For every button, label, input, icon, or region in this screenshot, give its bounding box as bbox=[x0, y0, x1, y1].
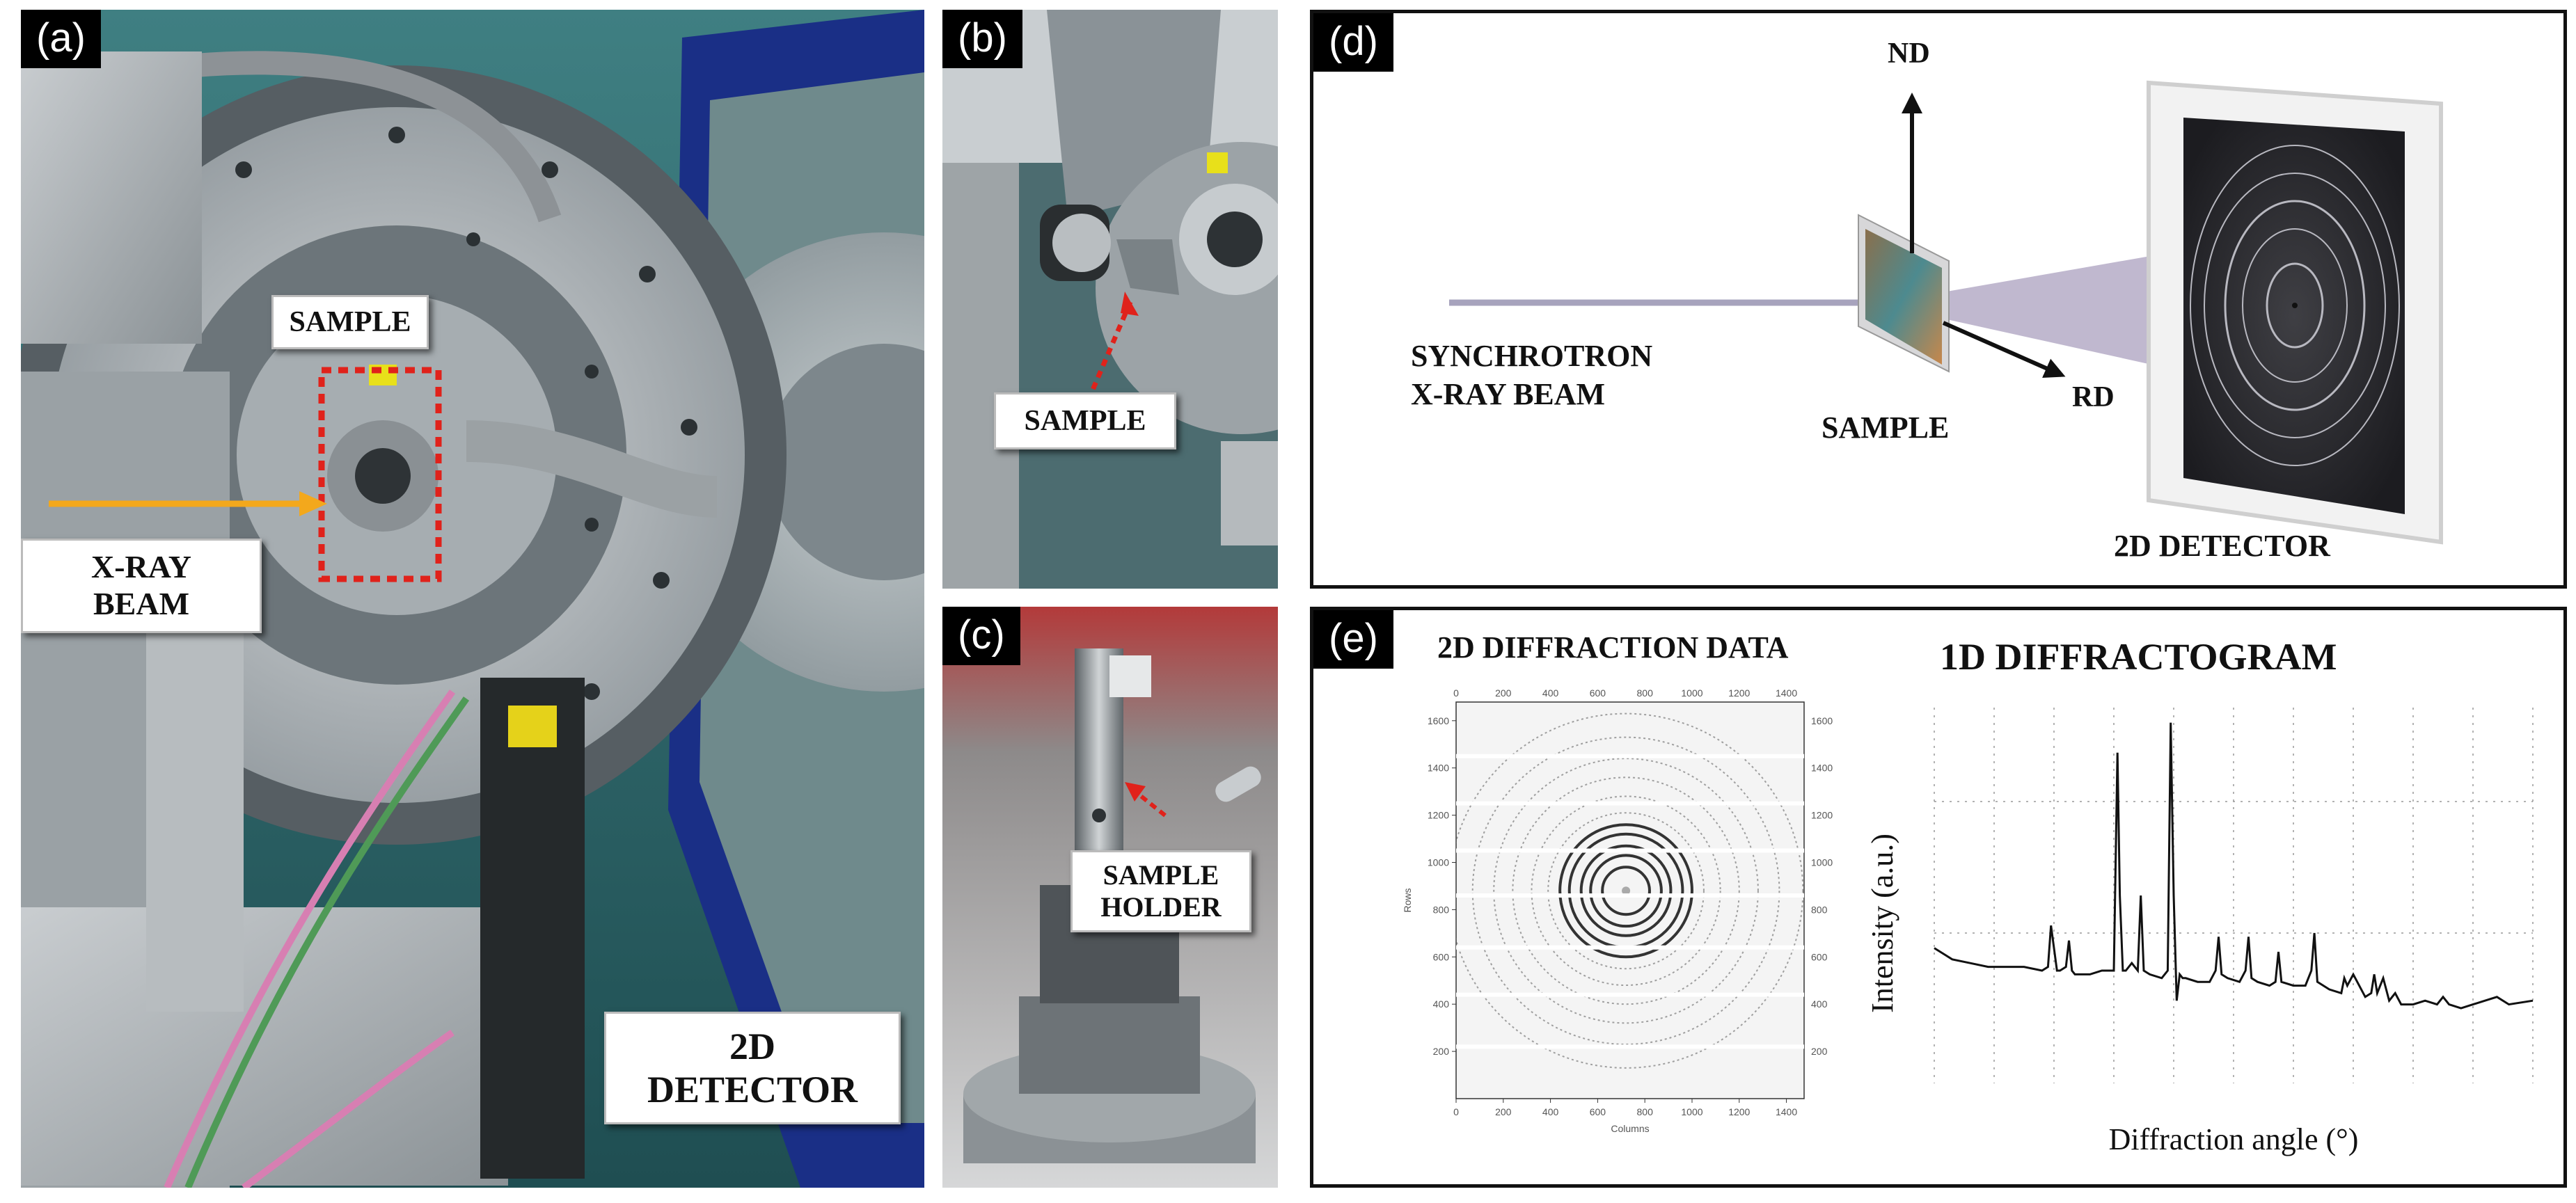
x-tick-label: 400 bbox=[1542, 1106, 1559, 1117]
diffractogram-line bbox=[1934, 722, 2534, 1010]
x-tick-label: 600 bbox=[1590, 1106, 1606, 1117]
x-axis-label: Diffraction angle (°) bbox=[2109, 1122, 2359, 1156]
panel-a-tag: (a) bbox=[21, 10, 101, 68]
y-tick-label: 200 bbox=[1433, 1046, 1450, 1057]
y-tick-label-right: 1200 bbox=[1811, 810, 1833, 821]
panel-d-schematic: (d) bbox=[1310, 10, 2567, 589]
y-tick-label-right: 1600 bbox=[1811, 715, 1833, 726]
x-tick-label: 1200 bbox=[1728, 1106, 1750, 1117]
rd-axis-label: RD bbox=[2072, 381, 2115, 413]
x-tick-label: 0 bbox=[1453, 1106, 1459, 1117]
panel-a-detector-label: 2D DETECTOR bbox=[604, 1012, 901, 1125]
schematic-sample-label: SAMPLE bbox=[1822, 411, 1950, 445]
detector-gap bbox=[1456, 1044, 1804, 1049]
diffraction-ring bbox=[1601, 866, 1651, 916]
diffraction-ring bbox=[1471, 736, 1780, 1045]
plot-area bbox=[1455, 701, 1805, 1099]
panel-d-tag: (d) bbox=[1313, 13, 1393, 72]
grid-lines bbox=[1934, 708, 2534, 1083]
x-tick-label-top: 600 bbox=[1590, 687, 1606, 699]
diffraction-2d-chart: 0 0 200 200 400 400 600 600 800 800 1000 1000 1200 12… bbox=[1402, 687, 1833, 1134]
panel-c-tag: (c) bbox=[942, 607, 1020, 665]
panel-e-1d-title: 1D DIFFRACTOGRAM bbox=[1940, 636, 2337, 678]
y-tick-label: 600 bbox=[1433, 951, 1450, 962]
y-axis-label: Rows bbox=[1402, 888, 1413, 912]
x-tick-label: 800 bbox=[1637, 1106, 1654, 1117]
rd-axis-arrow bbox=[1942, 321, 2066, 379]
detector-graphic bbox=[2147, 80, 2443, 545]
detector-gap bbox=[1456, 893, 1804, 898]
detector-gap bbox=[1456, 801, 1804, 806]
detector-gap bbox=[1456, 848, 1804, 853]
y-tick-label: 1400 bbox=[1428, 763, 1449, 774]
y-tick-label-right: 1000 bbox=[1811, 857, 1833, 868]
schematic-detector-label: 2D DETECTOR bbox=[2114, 529, 2330, 563]
x-tick-label-top: 1400 bbox=[1776, 687, 1797, 699]
diffraction-rings bbox=[1456, 712, 1804, 1069]
panel-a-sample-label: SAMPLE bbox=[271, 295, 429, 350]
detector-gap bbox=[1456, 992, 1804, 997]
panel-a-xray-beam-label: X-RAY BEAM bbox=[21, 539, 262, 633]
y-axis-label: Intensity (a.u.) bbox=[1865, 834, 1899, 1013]
schematic-setup-diagram bbox=[1449, 80, 2443, 545]
y-tick-label: 800 bbox=[1433, 904, 1450, 915]
x-tick-label-top: 1000 bbox=[1681, 687, 1702, 699]
y-tick-label: 400 bbox=[1433, 998, 1450, 1010]
panel-e-tag: (e) bbox=[1313, 610, 1393, 669]
panel-b-tag: (b) bbox=[942, 10, 1022, 68]
panel-b-photo: (b) SAMPLE bbox=[942, 10, 1278, 589]
diffraction-ring bbox=[1558, 823, 1693, 959]
y-tick-label-right: 1400 bbox=[1811, 763, 1833, 774]
y-tick-label: 1000 bbox=[1428, 857, 1449, 868]
detector-gap bbox=[1456, 754, 1804, 758]
x-tick-label-top: 1200 bbox=[1728, 687, 1750, 699]
diffraction-ring bbox=[1512, 776, 1740, 1005]
panel-c-sample-holder-label: SAMPLE HOLDER bbox=[1070, 850, 1251, 932]
x-tick-label-top: 800 bbox=[1637, 687, 1654, 699]
x-tick-label: 200 bbox=[1495, 1106, 1512, 1117]
diffraction-ring bbox=[1579, 844, 1673, 937]
nd-axis-label: ND bbox=[1888, 38, 1930, 70]
y-tick-label-right: 200 bbox=[1811, 1046, 1828, 1057]
y-tick-label: 1200 bbox=[1428, 810, 1449, 821]
x-tick-label-top: 200 bbox=[1495, 687, 1512, 699]
x-tick-label-top: 400 bbox=[1542, 687, 1559, 699]
synchrotron-beam-label: SYNCHROTRON X-RAY BEAM bbox=[1411, 339, 1653, 411]
detector-gap bbox=[1456, 945, 1804, 950]
x-tick-label: 1400 bbox=[1776, 1106, 1797, 1117]
panel-b-sample-label: SAMPLE bbox=[994, 392, 1176, 450]
photo-b-illustration bbox=[942, 10, 1278, 589]
x-tick-label: 1000 bbox=[1681, 1106, 1702, 1117]
diffraction-ring bbox=[1493, 758, 1759, 1024]
diffraction-ring bbox=[1547, 812, 1705, 970]
y-tick-label: 1600 bbox=[1428, 715, 1449, 726]
diffractogram-1d-chart: Diffraction angle (°) Intensity (a.u.) bbox=[1865, 708, 2534, 1156]
panel-c-photo: (c) SAMPLE HOLDER bbox=[942, 607, 1278, 1188]
panel-a-photo: (a) SAMPLE X-RAY BEAM 2D DETECTOR bbox=[21, 10, 924, 1188]
panel-e-2d-title: 2D DIFFRACTION DATA bbox=[1437, 630, 1789, 664]
y-tick-label-right: 800 bbox=[1811, 904, 1828, 915]
x-axis-label: Columns bbox=[1611, 1123, 1649, 1134]
y-tick-label-right: 400 bbox=[1811, 998, 1828, 1010]
x-tick-label-top: 0 bbox=[1453, 687, 1459, 699]
diffraction-ring bbox=[1589, 854, 1663, 928]
y-tick-label-right: 600 bbox=[1811, 951, 1828, 962]
diffraction-ring bbox=[1456, 712, 1804, 1069]
panel-e-data: (e) 2D DIFFRACTION DATA 1D DIFFRACTOGRAM… bbox=[1310, 607, 2567, 1188]
beam-center bbox=[1622, 886, 1631, 895]
